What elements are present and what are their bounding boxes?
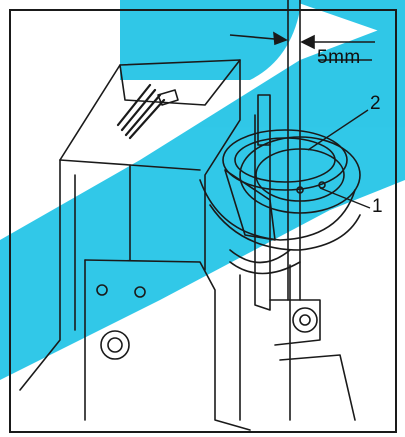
dimension-label: 5mm xyxy=(317,47,361,68)
spring-arc-1 xyxy=(229,249,291,264)
dim-arrow-right-head xyxy=(300,34,315,50)
screw-hole-2 xyxy=(134,286,146,298)
callout-leaders xyxy=(307,109,371,209)
housing-left-edge xyxy=(19,159,61,391)
leader-1 xyxy=(319,187,371,209)
small-slot xyxy=(157,89,179,106)
dimension-arrows xyxy=(229,31,375,61)
lower-bracket xyxy=(279,354,356,421)
hook-base-curve xyxy=(209,204,361,251)
spring-arc-2 xyxy=(229,261,301,275)
vent-ribs xyxy=(116,83,166,140)
frame-border xyxy=(9,9,397,433)
shaft-collar xyxy=(269,299,321,346)
housing-top-face xyxy=(119,59,241,106)
dim-arrow-left-head xyxy=(273,31,288,46)
shaft-collar-screw xyxy=(292,307,318,333)
hook-ring-outer xyxy=(222,129,348,191)
callout-number-1: 1 xyxy=(372,196,383,217)
callout-number-2: 2 xyxy=(370,93,381,114)
machine-linework xyxy=(19,0,361,431)
hook-body-curve xyxy=(199,179,356,241)
hook-dot-1 xyxy=(296,186,304,194)
leader-2 xyxy=(307,109,369,151)
watermark-band-top xyxy=(120,0,300,80)
shaft-collar-screw-center xyxy=(299,314,311,326)
hook-dot-2 xyxy=(318,181,326,189)
bobbin-case-outer xyxy=(239,136,361,214)
watermark-band-corner xyxy=(290,0,405,40)
base-plate xyxy=(84,259,251,431)
screw-hole-1 xyxy=(96,284,108,296)
base-screw-outer xyxy=(100,330,130,360)
needle-clamp xyxy=(254,114,271,311)
base-screw-inner xyxy=(107,337,123,353)
hook-point xyxy=(224,169,276,241)
watermark-band-diagonal xyxy=(0,20,405,380)
bobbin-case-inner xyxy=(255,148,345,202)
